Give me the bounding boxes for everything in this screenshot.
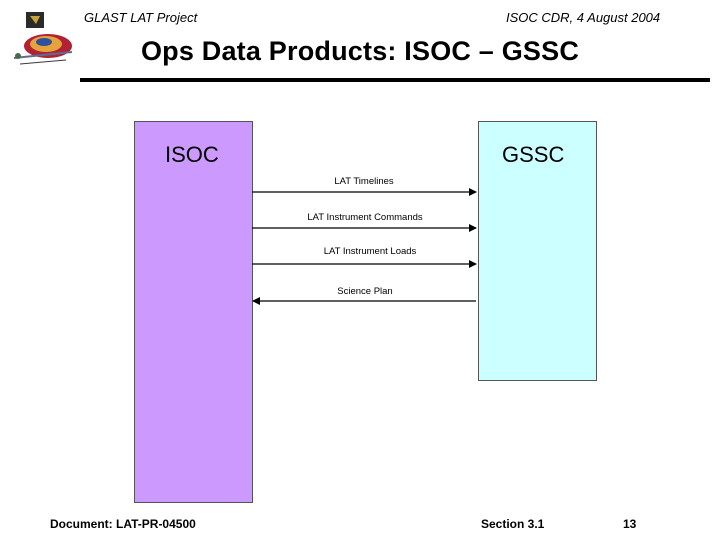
flow-label-lat-instrument-commands: LAT Instrument Commands xyxy=(307,212,423,223)
gssc-box xyxy=(478,121,597,381)
isoc-label: ISOC xyxy=(165,142,219,167)
header-event: ISOC CDR, 4 August 2004 xyxy=(506,10,661,25)
glast-mission-logo-icon xyxy=(13,12,73,65)
gssc-label: GSSC xyxy=(502,142,565,167)
footer-document: Document: LAT-PR-04500 xyxy=(50,517,196,531)
title-divider xyxy=(80,78,710,82)
isoc-box xyxy=(134,121,253,503)
header-project: GLAST LAT Project xyxy=(84,10,198,25)
flow-label-science-plan: Science Plan xyxy=(337,286,393,297)
footer-section: Section 3.1 xyxy=(481,517,545,531)
flow-label-lat-instrument-loads: LAT Instrument Loads xyxy=(323,246,417,257)
slide-title: Ops Data Products: ISOC – GSSC xyxy=(140,36,580,66)
flow-label-lat-timelines: LAT Timelines xyxy=(334,176,394,187)
footer-page-number: 13 xyxy=(623,517,637,531)
